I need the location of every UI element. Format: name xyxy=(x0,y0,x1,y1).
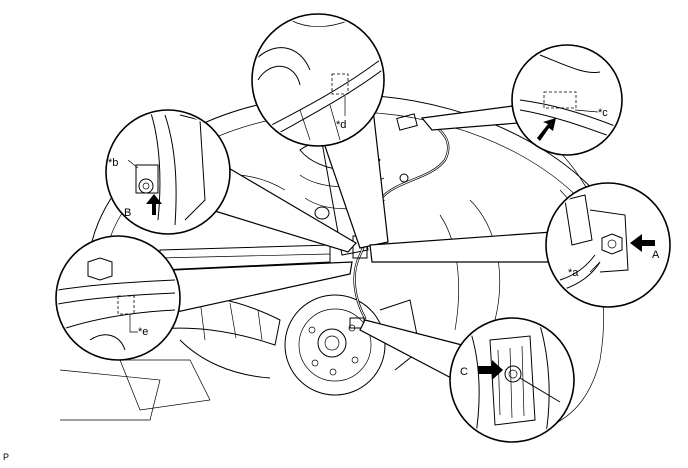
label-star-d: *d xyxy=(336,119,346,131)
vc-wire xyxy=(519,377,561,403)
vc-strut-edge xyxy=(539,324,550,440)
d-clip-dashed xyxy=(331,73,349,95)
callout-c: *c xyxy=(511,44,623,156)
callout-b-circle xyxy=(105,109,231,235)
label-star-e: *e xyxy=(138,326,148,338)
a-bolt-hex xyxy=(601,233,623,255)
a-arrow-icon xyxy=(630,234,655,252)
b-arrow-icon xyxy=(146,194,162,215)
d-pipe-2 xyxy=(257,65,301,86)
b-bolt-center xyxy=(142,182,150,190)
callout-view-c-circle xyxy=(449,317,575,443)
inner-panel-2 xyxy=(439,214,460,331)
vc-bracket xyxy=(489,335,536,426)
e-nut-hex xyxy=(87,257,113,281)
c-clip-dashed xyxy=(543,91,577,109)
label-view-b: B xyxy=(124,207,131,219)
lower-left-panel xyxy=(59,369,161,421)
label-star-b: *b xyxy=(108,157,118,169)
rotor-inner xyxy=(298,308,372,382)
footer-mark: P xyxy=(3,452,9,462)
vc-knuckle-edge xyxy=(469,329,480,440)
callout-b: *b B xyxy=(105,109,231,235)
c-arrow-icon xyxy=(537,118,556,141)
a-bolt-center xyxy=(607,239,617,249)
label-view-a: A xyxy=(652,249,660,261)
callout-d-circle xyxy=(251,13,385,147)
vc-bolt-center xyxy=(508,369,518,379)
a-wire-1 xyxy=(559,254,596,281)
hub-center xyxy=(324,335,340,351)
d-pipe-1 xyxy=(254,47,311,71)
b-pipe xyxy=(179,114,206,221)
e-clip-leader xyxy=(129,314,138,333)
d-wire-b xyxy=(269,67,382,139)
callout-c-circle xyxy=(511,44,623,156)
label-star-a: *a xyxy=(568,267,579,279)
b-bolt xyxy=(138,178,154,194)
e-bracket xyxy=(89,334,126,351)
vc-ribs xyxy=(497,345,525,419)
e-pipe-upper xyxy=(58,279,176,291)
vc-arrow-icon xyxy=(478,360,503,380)
a-bracket xyxy=(589,209,629,273)
shaft-ribs xyxy=(199,299,263,341)
label-star-c: *c xyxy=(598,107,608,119)
leader-c-lower xyxy=(359,319,463,381)
vc-bolt xyxy=(504,365,522,383)
b-bracket-edge xyxy=(149,112,161,221)
caliper xyxy=(379,299,421,371)
callout-a: *a A xyxy=(545,182,671,308)
bracket-lower-left xyxy=(119,359,211,411)
label-view-c: C xyxy=(460,366,468,378)
c-wire-upper xyxy=(519,99,620,129)
leader-c xyxy=(420,104,521,131)
lug-5 xyxy=(329,368,337,376)
lug-1 xyxy=(308,326,316,334)
lower-arm-edge xyxy=(159,253,331,259)
a-label-leader xyxy=(589,261,601,273)
callout-e: *e xyxy=(55,235,181,361)
e-clip-dashed xyxy=(117,295,135,315)
c-top-pipe xyxy=(539,54,601,74)
sensor-grommet xyxy=(399,173,409,183)
e-wire xyxy=(59,309,176,331)
strut-bolt xyxy=(314,206,330,220)
brake-rotor xyxy=(284,294,386,396)
b-bracket-edge-2 xyxy=(164,114,177,226)
b-label-leader xyxy=(127,159,139,169)
callout-view-c: C xyxy=(449,317,575,443)
c-clip-leader xyxy=(574,109,599,113)
callout-d: *d xyxy=(251,13,385,147)
lug-4 xyxy=(311,359,319,367)
leader-a xyxy=(369,231,557,263)
frame-lower xyxy=(179,339,271,379)
d-detail xyxy=(299,104,341,141)
e-pipe-lower xyxy=(58,292,176,305)
d-top-edge xyxy=(289,19,351,28)
d-wire-a xyxy=(261,59,381,131)
sensor-connector xyxy=(396,113,418,131)
hub xyxy=(317,328,347,358)
lug-3 xyxy=(351,356,359,364)
a-knuckle xyxy=(564,194,593,246)
